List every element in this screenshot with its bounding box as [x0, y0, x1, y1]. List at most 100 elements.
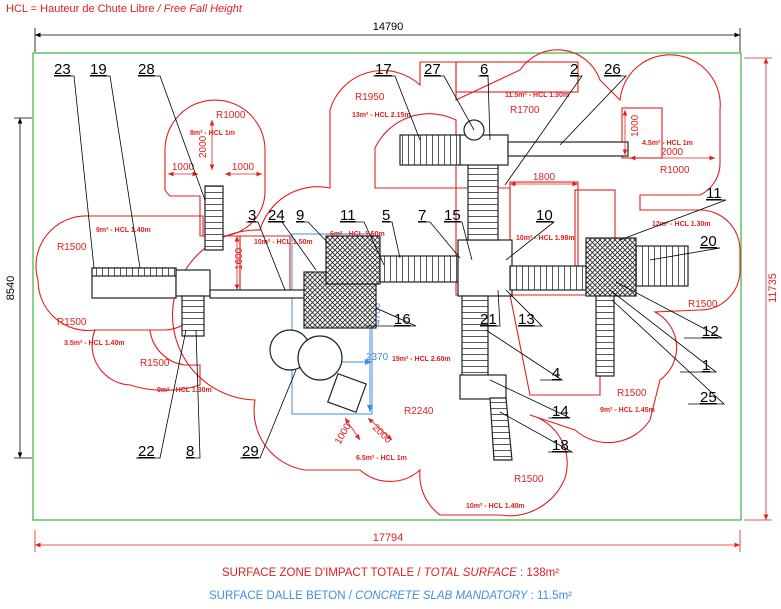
zone-label-12m2: 12m² - HCL 1.30m — [652, 221, 711, 228]
hcl-legend: HCL = Hauteur de Chute Libre / Free Fall… — [6, 3, 242, 15]
radius-r1500-left-top: R1500 — [57, 242, 87, 253]
zone-label-3-5m2: 3.5m² - HCL 1.40m — [64, 340, 125, 347]
tower-ladder — [204, 185, 224, 251]
dim-width-top: 14790 — [373, 21, 404, 33]
zone-label-8m2: 8m² - HCL 1m — [190, 130, 235, 137]
dim-height-right: 11735 — [767, 273, 779, 303]
callout-6: 6 — [480, 61, 488, 78]
callout-leaders — [55, 75, 727, 459]
bottom-slide — [489, 397, 513, 461]
zone-label-6m2: 6m² - HCL 1.50m — [330, 231, 385, 238]
callout-19: 19 — [90, 61, 107, 78]
callout-8: 8 — [186, 443, 194, 460]
callout-26: 26 — [604, 61, 621, 78]
radius-r1000-top: R1000 — [216, 110, 246, 121]
right-ladder — [635, 245, 689, 287]
callout-9: 9 — [296, 207, 304, 224]
dimension-lines-red — [34, 57, 772, 552]
slab-surface-value: : 11.5m² — [527, 590, 572, 602]
zone-1800 — [509, 181, 579, 281]
top-beam — [507, 141, 629, 157]
zone-label-4-5m2: 4.5m² - HCL 1m — [642, 140, 693, 147]
dim-height-left: 8540 — [5, 276, 17, 300]
total-surface-line: SURFACE ZONE D'IMPACT TOTALE / TOTAL SUR… — [0, 567, 781, 579]
dim-1000-bottom: 1000 — [333, 421, 354, 446]
radius-labels: R1000 R1950 R1700 R1000 R1500 R1500 R150… — [57, 92, 718, 485]
dim-1800: 1800 — [533, 172, 556, 183]
site-boundary — [32, 52, 742, 521]
zone-left-bottom — [91, 329, 201, 391]
callout-5: 5 — [382, 207, 390, 224]
total-surface-label-en: TOTAL SURFACE — [423, 567, 517, 579]
hcl-legend-en: / Free Fall Height — [157, 3, 242, 15]
callout-14: 14 — [552, 403, 569, 420]
spiral-b — [297, 335, 343, 381]
net-tower-top — [325, 235, 381, 285]
lower-deck — [459, 374, 507, 400]
rope-bridge — [379, 255, 459, 283]
callout-1: 1 — [702, 357, 710, 374]
dim-slab-height: 4700 — [372, 302, 383, 325]
callout-21: 21 — [480, 311, 497, 328]
right-net-tower — [585, 237, 637, 297]
total-surface-label: SURFACE ZONE D'IMPACT TOTALE / — [221, 567, 424, 579]
zone-label-10m2-b: 10m² - HCL 1.98m — [516, 235, 575, 242]
radius-r1500-left-bottom: R1500 — [57, 317, 87, 328]
zone-top-deck — [455, 61, 579, 93]
callout-11-right: 11 — [706, 185, 722, 202]
zone-slide-arch — [374, 113, 457, 189]
callout-24: 24 — [268, 207, 285, 224]
dim-2000-tower: 2000 — [198, 135, 209, 158]
right-bridge — [509, 265, 587, 291]
callout-4: 4 — [552, 365, 560, 382]
callout-17: 17 — [375, 61, 392, 78]
spiral-c — [327, 373, 367, 413]
tube-slide — [399, 134, 461, 166]
radius-r1500-right-low: R1500 — [617, 388, 647, 399]
zone-main-envelope — [171, 49, 741, 517]
radius-r1000-right: R1000 — [660, 165, 690, 176]
callout-3: 3 — [248, 207, 256, 224]
radius-r1500-mid: R1500 — [140, 358, 170, 369]
callout-2: 2 — [570, 61, 578, 78]
callout-13: 13 — [518, 311, 535, 328]
dim-slab-width: 2370 — [366, 352, 389, 363]
callout-numbers: 23 19 28 17 27 6 2 26 3 24 9 11 5 7 15 1… — [54, 61, 722, 460]
play-structures — [91, 119, 689, 461]
balance-beam — [209, 289, 307, 299]
total-surface-value: : 138m² — [516, 567, 560, 579]
callout-25: 25 — [700, 389, 717, 406]
radius-r1700: R1700 — [510, 105, 540, 116]
callout-11-left: 11 — [340, 207, 356, 224]
hcl-legend-fr: HCL = Hauteur de Chute Libre — [6, 3, 155, 15]
radius-r2240: R2240 — [404, 406, 434, 417]
callout-15: 15 — [444, 207, 461, 224]
callout-16: 16 — [394, 311, 411, 328]
zone-label-9m2-right: 9m² - HCL 1.45m — [600, 407, 655, 414]
callout-29: 29 — [242, 443, 259, 460]
zone-label-10m2-bottom: 10m² - HCL 1.40m — [466, 503, 525, 510]
radius-r1500-right: R1500 — [688, 299, 718, 310]
callout-20: 20 — [700, 233, 717, 250]
callout-28: 28 — [138, 61, 155, 78]
zone-label-9m2-bottom: 9m² - HCL 1.30m — [157, 387, 212, 394]
slab-surface-line: SURFACE DALLE BETON / CONCRETE SLAB MAND… — [0, 590, 781, 602]
central-tower — [457, 239, 513, 297]
radius-r1950: R1950 — [355, 92, 385, 103]
zone-label-19m2: 19m² - HCL 2.60m — [392, 356, 451, 363]
dim-1000-right: 1000 — [232, 162, 255, 173]
dim-1000-side: 1000 — [630, 114, 641, 137]
lower-ladder — [461, 295, 489, 377]
slab-surface-label-en: CONCRETE SLAB MANDATORY — [355, 590, 528, 602]
top-deck — [459, 134, 509, 166]
dim-1000-left: 1000 — [172, 162, 195, 173]
slab-surface-label: SURFACE DALLE BETON / — [209, 590, 356, 602]
callout-7: 7 — [418, 207, 426, 224]
dim-2000-side: 2000 — [661, 147, 684, 158]
left-tower — [175, 269, 211, 297]
dim-2000-bottom: 2000 — [370, 422, 394, 446]
left-stairs — [181, 295, 205, 337]
left-rail — [91, 267, 177, 277]
callout-23: 23 — [54, 61, 71, 78]
